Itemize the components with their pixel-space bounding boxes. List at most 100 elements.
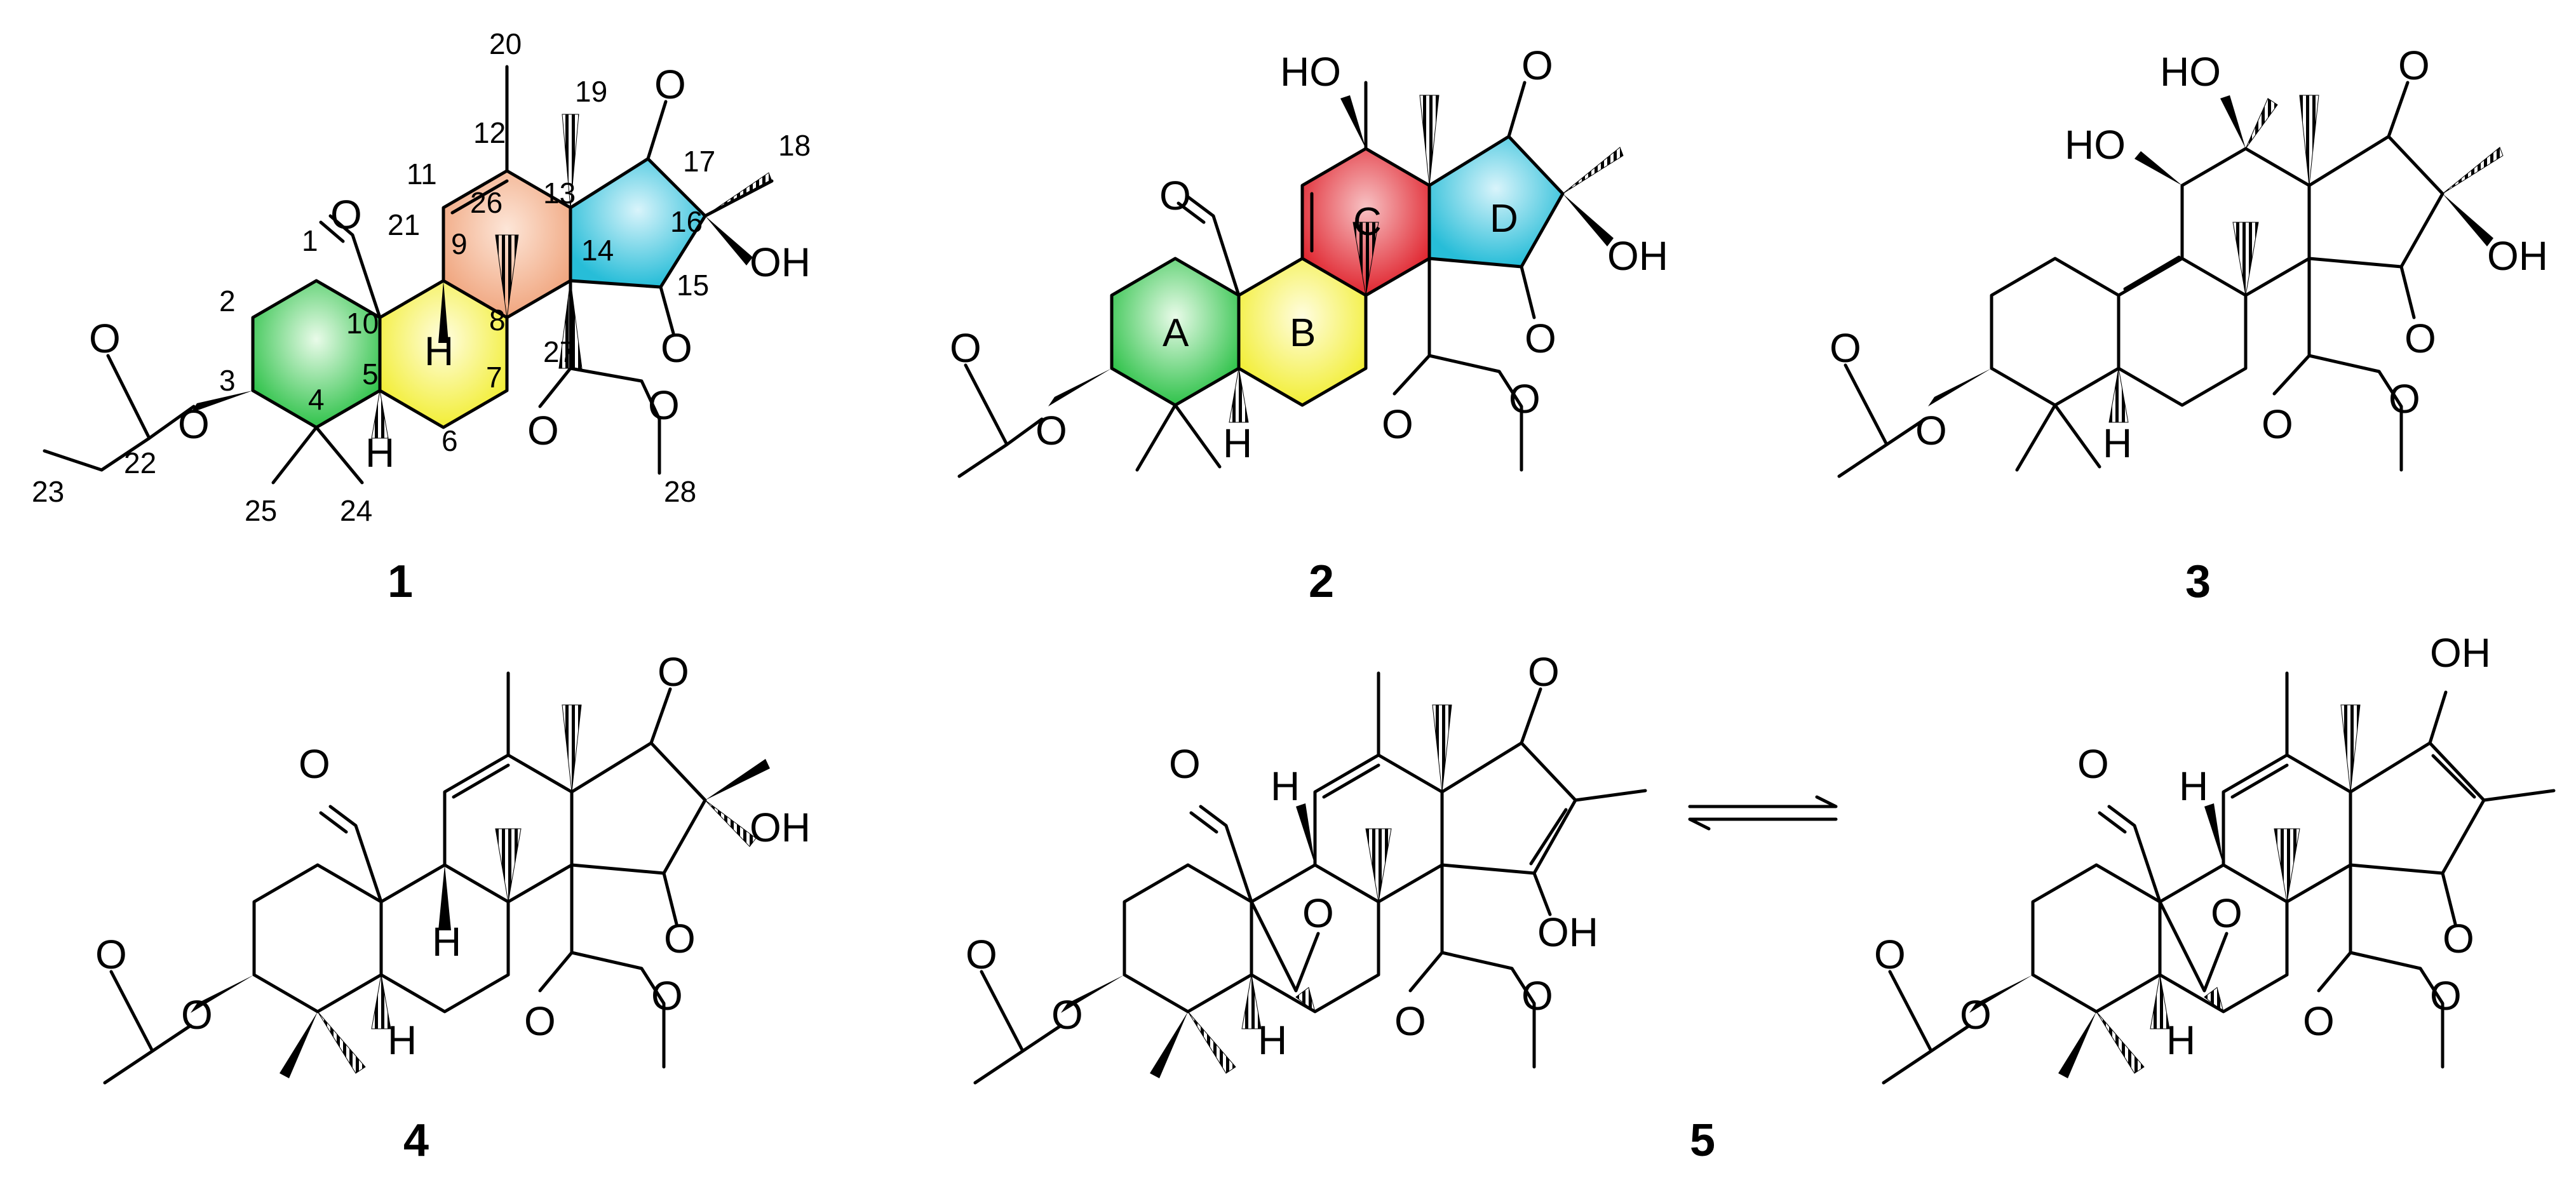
compound-3: HO HO O OH O H O O O O 3 [1830, 43, 2548, 607]
hash-bridge [1295, 987, 1316, 1013]
c2-ho-top: HO [1280, 49, 1341, 95]
hash-me26 [495, 234, 519, 318]
hash-h5 [371, 390, 389, 439]
c2-o-ketone-bottom: O [1525, 316, 1556, 361]
c4-o-ketone-bottom: O [664, 916, 696, 961]
c2-o-acetate-link: O [1035, 408, 1067, 453]
locant-11: 11 [407, 157, 437, 191]
c4-o-ester-co: O [524, 998, 556, 1044]
wedge-ch3-d [705, 759, 770, 800]
c5l-o-acetate-co: O [966, 932, 997, 977]
hash-me-8 [2274, 828, 2300, 902]
ring-a-fill [253, 281, 380, 427]
compound-label-4: 4 [403, 1115, 429, 1166]
substituent-bonds [973, 671, 1647, 1085]
compound-4: O O OH O H H O O O O 4 [95, 649, 811, 1166]
c2-o-ester-me: O [1509, 376, 1541, 422]
wedge-h-top [2204, 803, 2223, 865]
c4-oh: OH [750, 805, 811, 850]
c2-o-aldehyde: O [1159, 173, 1191, 218]
c3-o-ester-co: O [2262, 401, 2293, 447]
locant-28: 28 [664, 475, 696, 508]
hash-c27 [558, 280, 583, 369]
c3-h5: H [2103, 420, 2132, 466]
locant-12: 12 [473, 116, 506, 149]
locant-20: 20 [489, 27, 522, 60]
ring-b-fill [380, 281, 507, 427]
c2-o-acetate-co: O [950, 325, 981, 371]
c5r-h-top: H [2179, 763, 2208, 809]
locant-22: 22 [124, 446, 156, 479]
locant-14: 14 [581, 234, 614, 267]
c5l-o-bridge: O [1302, 890, 1334, 936]
locant-10: 10 [346, 307, 379, 340]
locant-8: 8 [489, 304, 506, 337]
c5l-o-acetate-link: O [1051, 992, 1083, 1038]
wedge-oac [1048, 368, 1112, 406]
c1-o-ketone-15: O [661, 325, 692, 371]
ring-c-bonds [442, 169, 572, 319]
c5l-o-ester-co: O [1394, 998, 1426, 1044]
hash-h5 [1241, 974, 1262, 1029]
wedge-oac [191, 391, 253, 413]
c4-o-ketone-top: O [657, 649, 689, 695]
hash-ch3-d [2442, 147, 2504, 194]
substituent-bonds [1882, 671, 2556, 1085]
locant-27: 27 [543, 335, 576, 368]
c4-o-acetate-link: O [181, 992, 213, 1038]
c3-ho-left: HO [2065, 122, 2126, 168]
compound-2: HO O O OH O H O O O O A B C D 2 [950, 43, 1668, 607]
c4-o-acetate-co: O [95, 932, 127, 977]
locant-24: 24 [340, 494, 372, 527]
c5l-h-top: H [1271, 763, 1300, 809]
c5l-o-ketone-top: O [1528, 649, 1560, 695]
wedge-h-top [1296, 803, 1315, 865]
hash-h9 [438, 281, 448, 343]
c4-o-aldehyde: O [299, 741, 330, 787]
hash-me-8 [2232, 222, 2259, 296]
hash-me-4b [2096, 1011, 2145, 1074]
c4-o-ester-me: O [651, 973, 683, 1019]
ring-label-b: B [1290, 311, 1316, 355]
hash-me-12 [2245, 98, 2278, 149]
c3-o-acetate-link: O [1915, 408, 1947, 453]
hash-me-13 [1432, 704, 1452, 793]
hash-h5 [2150, 974, 2170, 1029]
ring-b-bonds [378, 279, 509, 429]
c4-h9: H [432, 919, 461, 965]
hash-ch3-d [1562, 147, 1624, 194]
hash-me-13 [2340, 704, 2361, 793]
hash-me-4b [1187, 1011, 1236, 1074]
hash-h5 [1229, 368, 1249, 423]
locant-18: 18 [778, 129, 811, 162]
wedge-oh16 [705, 216, 753, 265]
locant-5: 5 [362, 358, 379, 391]
ring-d-fill [1429, 137, 1563, 267]
arrow-back [1688, 817, 1838, 831]
c1-oh: OH [750, 239, 811, 285]
wedge-oh [1563, 194, 1614, 246]
compound-5-tautomer-right: OH O H O O H O O O O [1874, 630, 2556, 1085]
ring-d-fill [570, 159, 705, 287]
c5l-o-ester-me: O [1521, 973, 1553, 1019]
compound-label-2: 2 [1309, 556, 1334, 607]
locant-3: 3 [219, 364, 236, 397]
c5l-h5: H [1258, 1017, 1287, 1063]
hash-h5 [371, 974, 391, 1029]
wedge-me-4a [2058, 1012, 2096, 1078]
hash-me [1419, 95, 1440, 186]
c5r-o-aldehyde: O [2077, 741, 2109, 787]
hash-me18 [705, 172, 772, 217]
wedge-oac [1061, 975, 1124, 1013]
compound-label-1: 1 [388, 556, 413, 607]
c3-o-ester-me: O [2389, 376, 2420, 422]
c1-o-acetate-link: O [178, 401, 210, 447]
c5l-oh-enol: OH [1537, 909, 1598, 955]
c5r-oh-enol: OH [2430, 630, 2491, 676]
wedge-me-4a [1150, 1012, 1188, 1078]
locant-7: 7 [486, 361, 502, 394]
locant-15: 15 [677, 269, 709, 302]
wedge-ho-11 [2134, 151, 2182, 185]
c3-ho-top: HO [2160, 49, 2221, 95]
